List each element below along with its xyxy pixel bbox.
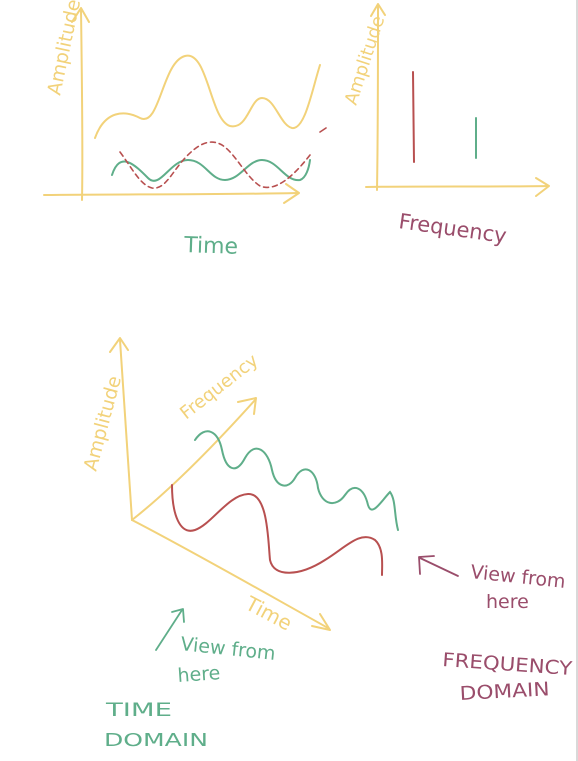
page-edge-divider <box>576 0 578 761</box>
time-domain-label-line2: DOMAIN <box>104 730 208 751</box>
time-chart-red-wave <box>119 141 311 189</box>
frequency-chart-y-arrowhead <box>370 3 386 17</box>
time-view-arrow <box>155 609 183 651</box>
frequency-domain-label-line1: FREQUENCY <box>442 649 574 680</box>
time-view-text-line2: here <box>177 662 221 687</box>
frequency-domain-label-line2: DOMAIN <box>459 678 550 705</box>
frequency-chart: Amplitude Frequency <box>341 3 550 248</box>
frequency-chart-red-spike <box>412 71 415 163</box>
time-chart-x-arrowhead <box>283 183 300 204</box>
three-d-amplitude-label: Amplitude <box>80 374 126 474</box>
three-d-time-arrowhead <box>311 613 331 631</box>
three-d-time-label: Time <box>241 591 296 636</box>
time-chart-x-axis <box>43 192 299 196</box>
time-chart-green-wave <box>111 158 311 182</box>
frequency-chart-y-label: Amplitude <box>341 13 389 107</box>
frequency-chart-x-label: Frequency <box>397 209 508 248</box>
time-view-arrowhead <box>171 608 185 623</box>
time-chart-combined-wave <box>94 54 321 139</box>
frequency-chart-y-axis <box>376 5 379 191</box>
three-d-frequency-axis <box>131 399 256 521</box>
three-d-frequency-label: Frequency <box>176 350 262 424</box>
frequency-view-arrow <box>419 557 459 577</box>
frequency-view-arrowhead <box>418 555 435 575</box>
time-view-text-line1: View from <box>179 633 276 665</box>
three-d-sketch: Amplitude Frequency Time <box>80 337 399 636</box>
frequency-chart-x-arrowhead <box>535 177 550 197</box>
three-d-frequency-arrowhead <box>237 397 257 415</box>
time-chart-y-axis <box>80 9 84 201</box>
time-domain-label-line1: TIME <box>105 699 172 721</box>
time-view-annotation: View from here TIME DOMAIN <box>104 608 277 751</box>
time-chart-y-arrowhead <box>71 7 90 23</box>
three-d-red-wave <box>171 484 384 576</box>
three-d-green-wave <box>194 430 399 531</box>
frequency-view-text-line1: View from <box>469 561 566 593</box>
time-chart-x-label: Time <box>183 233 239 260</box>
three-d-amplitude-axis <box>119 339 133 521</box>
three-d-time-axis <box>131 519 329 629</box>
time-chart: Amplitude Time <box>43 0 327 260</box>
three-d-amplitude-arrowhead <box>109 337 129 353</box>
frequency-view-text-line2: here <box>486 591 529 613</box>
time-chart-red-wave-tail <box>319 127 327 133</box>
frequency-chart-x-axis <box>365 185 549 188</box>
time-chart-y-label: Amplitude <box>43 0 85 97</box>
frequency-view-annotation: View from here FREQUENCY DOMAIN <box>418 555 574 705</box>
